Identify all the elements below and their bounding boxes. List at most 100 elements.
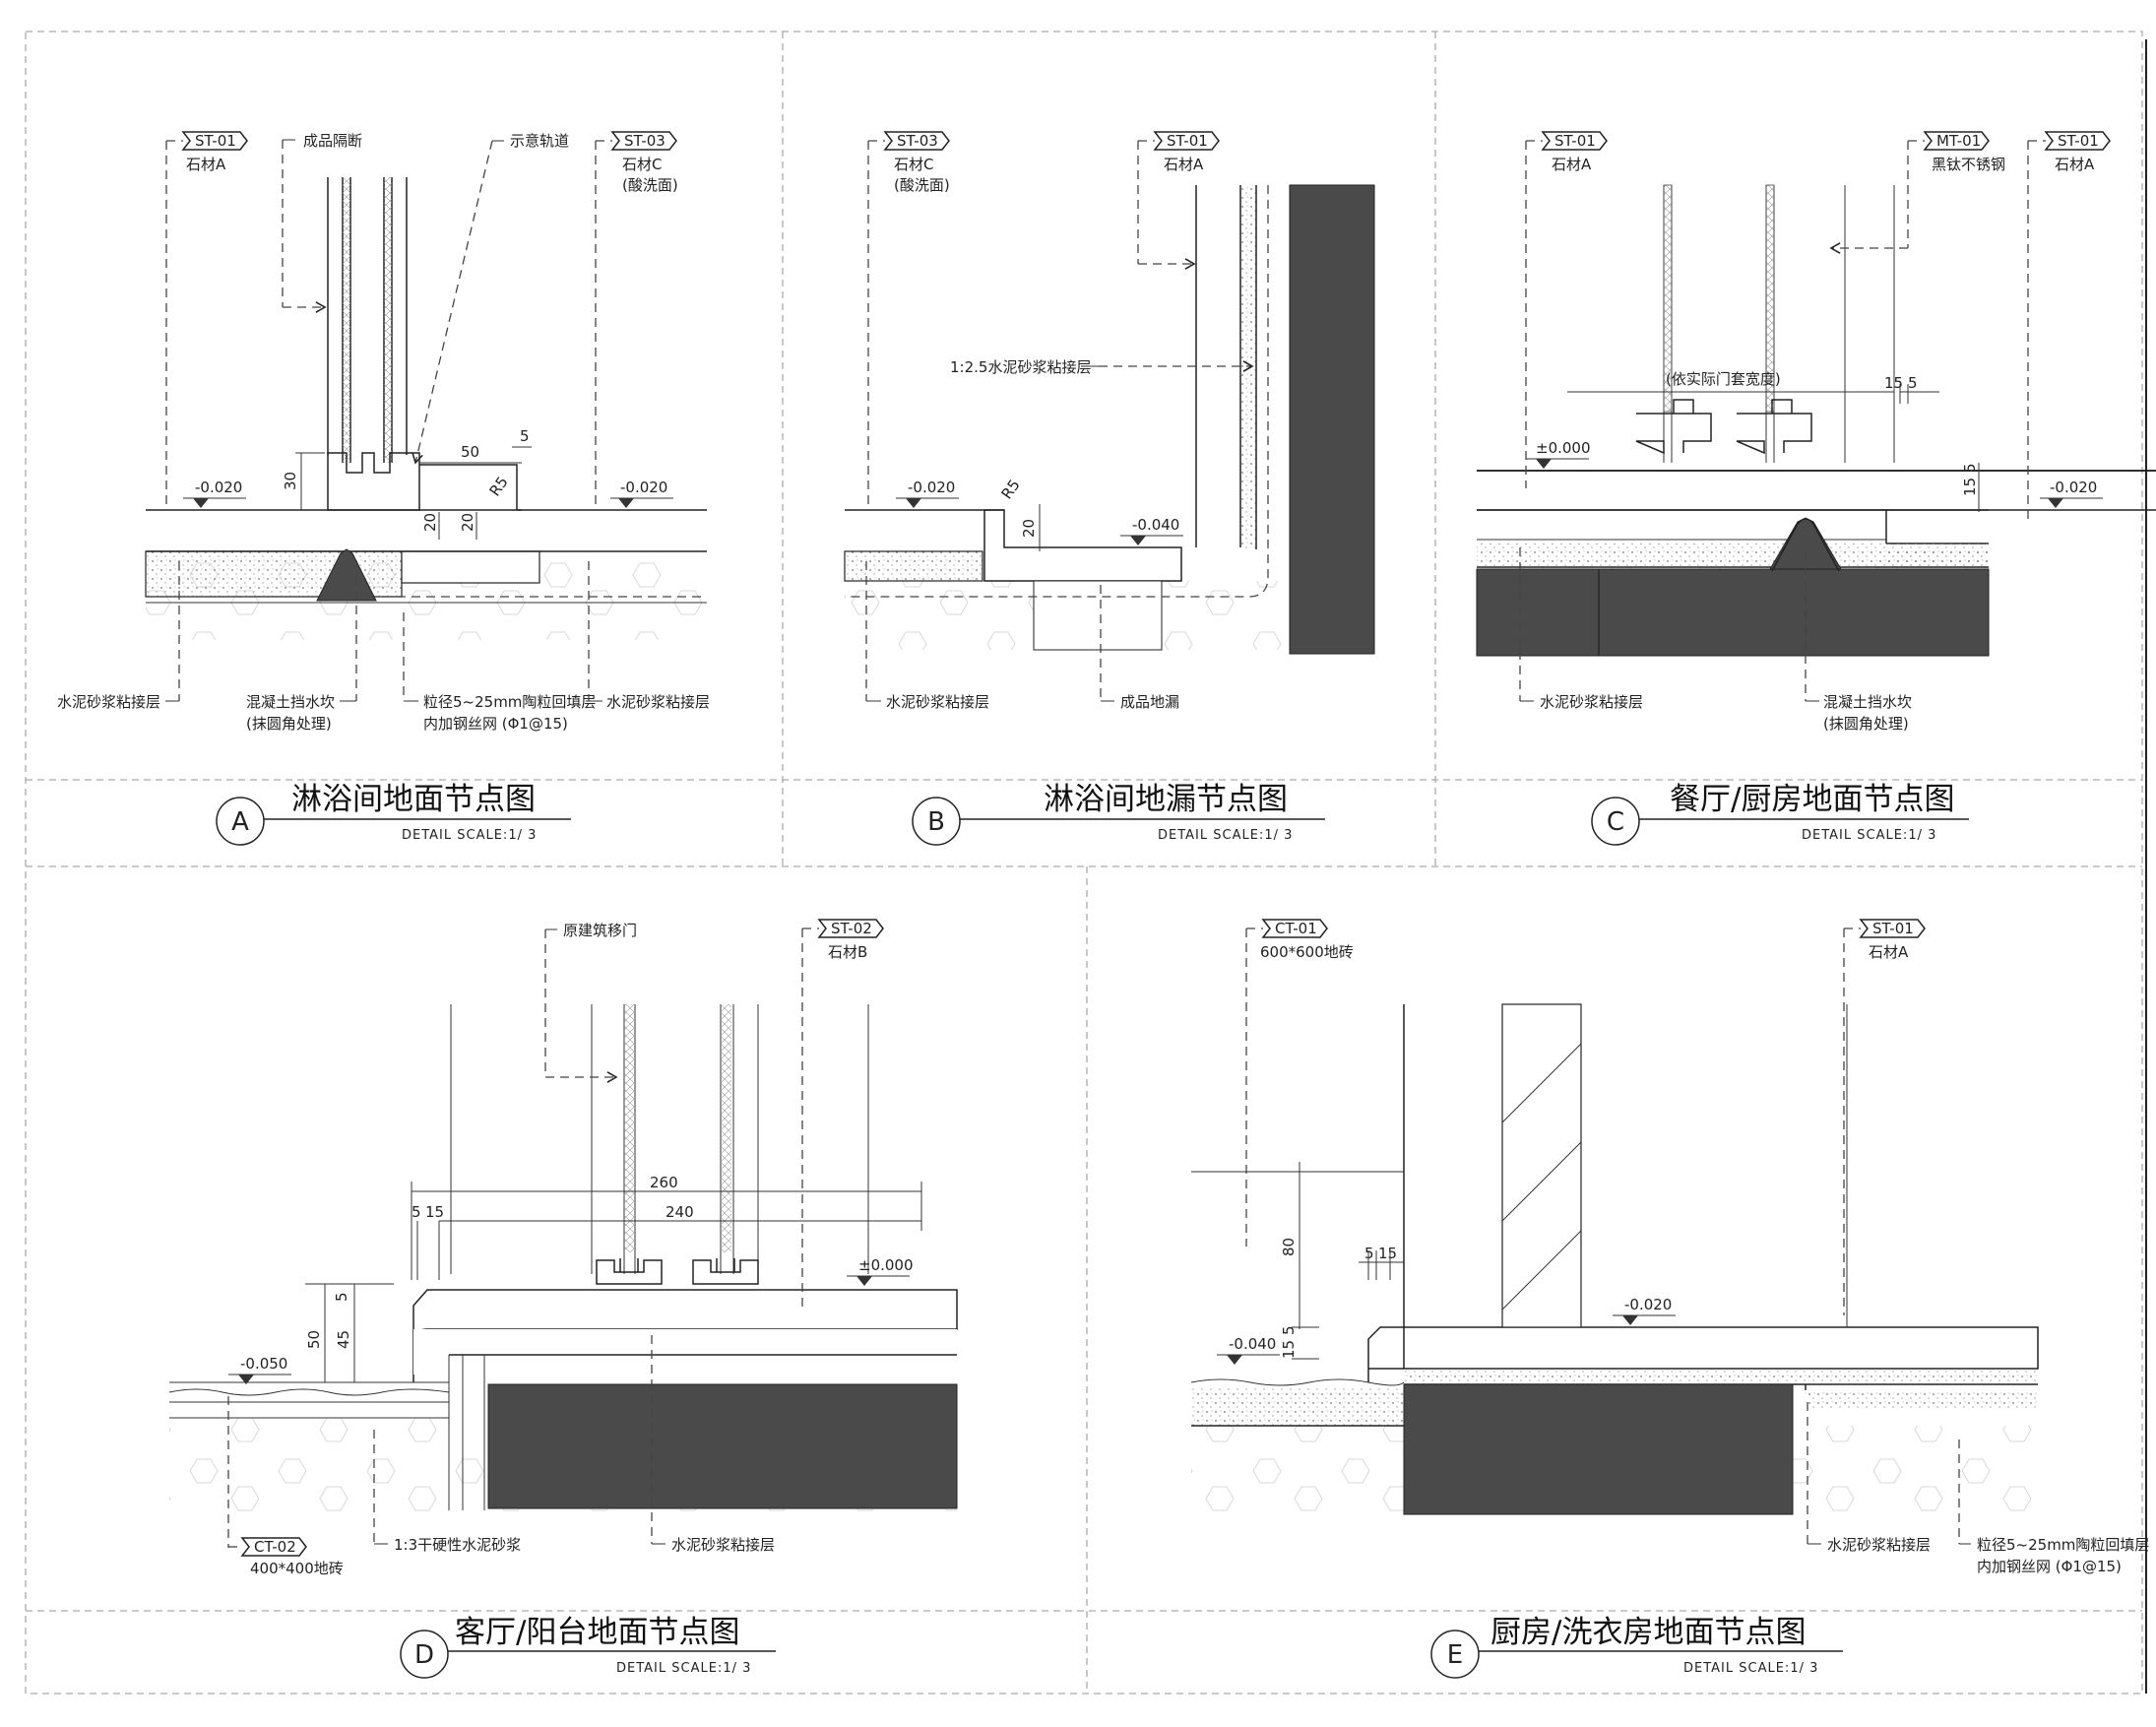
dims-e: 80 5 15 15 5: [1191, 1162, 1404, 1360]
detail-marker: C: [1607, 807, 1624, 837]
label-round-corner: (抹圆角处理): [1823, 715, 1909, 733]
dims-d: 260 240 5 15 5 50 45: [305, 1174, 922, 1382]
tag-label: 石材A: [2055, 156, 2095, 173]
detail-a: ST-01 石材A ST-03 石材C (酸洗面) 成品隔断 示意轨道 -0.0…: [57, 131, 710, 846]
label-mortar: 水泥砂浆粘接层: [1827, 1536, 1931, 1554]
dim-text: 5: [1961, 463, 1979, 473]
level-text: -0.020: [908, 479, 955, 496]
label-mortar-2: 水泥砂浆粘接层: [606, 693, 710, 711]
title-block-a: A 淋浴间地面节点图 DETAIL SCALE:1/ 3: [216, 782, 571, 846]
level-text: -0.020: [620, 479, 667, 496]
door-width-note: (依实际门套宽度) 15 5: [1567, 370, 1939, 404]
detail-scale: DETAIL SCALE:1/ 3: [1802, 828, 1936, 843]
level-a1: -0.020: [183, 479, 246, 508]
tag-label: 黑钛不锈钢: [1932, 156, 2005, 173]
label-mortar: 水泥砂浆粘接层: [886, 693, 989, 711]
detail-c: ST-01 石材A MT-01 黑钛不锈钢 ST-01 石材A (依实际门套宽度…: [1476, 131, 2156, 846]
detail-marker: D: [414, 1640, 434, 1670]
label-mesh: 内加钢丝网 (Φ1@15): [423, 715, 568, 733]
detail-marker: B: [927, 807, 945, 837]
label-water-stop: 混凝土挡水坎: [1823, 693, 1912, 711]
dim-text: R5: [998, 477, 1024, 503]
tag-code: ST-03: [624, 132, 666, 150]
dim-text: 50: [305, 1330, 323, 1349]
tag-label: 石材A: [1869, 943, 1909, 961]
tag-code: MT-01: [1936, 132, 1981, 150]
level-text: -0.020: [2050, 479, 2097, 496]
tag-label: 400*400地砖: [250, 1560, 344, 1577]
level-e1: -0.020: [1613, 1296, 1676, 1325]
detail-d: 原建筑移门 ST-02 石材B 260 240 5 15 5 50 45: [168, 919, 958, 1679]
label-mortar: 水泥砂浆粘接层: [671, 1536, 775, 1554]
dim-text: 15: [1378, 1245, 1397, 1262]
dim-text: 50: [461, 443, 479, 461]
dim-text: 20: [1020, 519, 1038, 538]
dim-text: 240: [666, 1203, 694, 1221]
dim-text: 260: [650, 1174, 678, 1191]
tag-label: 石材A: [186, 156, 226, 173]
tag-st01-b: ST-01 石材A: [1137, 131, 1220, 270]
level-text: ±0.000: [1536, 439, 1591, 457]
label-mortar-ratio: 1:2.5水泥砂浆粘接层: [950, 358, 1091, 376]
title-block-e: E 厨房/洗衣房地面节点图 DETAIL SCALE:1/ 3: [1430, 1615, 1843, 1679]
label-door-width: (依实际门套宽度): [1666, 370, 1781, 388]
leader-mortar-b: 1:2.5水泥砂浆粘接层: [950, 358, 1254, 376]
dims-c: 15 5: [1961, 463, 1980, 512]
tag-label-2: (酸洗面): [622, 176, 678, 194]
tag-label: 石材A: [1552, 156, 1592, 173]
title-block-c: C 餐厅/厨房地面节点图 DETAIL SCALE:1/ 3: [1591, 782, 1969, 846]
dim-text: 45: [335, 1330, 352, 1349]
level-e2: -0.040: [1217, 1335, 1280, 1365]
tag-code: CT-02: [254, 1538, 296, 1556]
tag-label: 600*600地砖: [1260, 943, 1354, 961]
tag-code: ST-01: [1554, 132, 1596, 150]
title-block-d: D 客厅/阳台地面节点图 DETAIL SCALE:1/ 3: [400, 1615, 776, 1679]
label-dry-mortar: 1:3干硬性水泥砂浆: [394, 1536, 521, 1554]
detail-title: 客厅/阳台地面节点图: [455, 1615, 739, 1650]
label-sliding-door: 原建筑移门: [563, 922, 637, 939]
level-c1: ±0.000: [1526, 439, 1591, 469]
detail-scale: DETAIL SCALE:1/ 3: [1158, 828, 1293, 843]
tag-code: ST-01: [2058, 132, 2099, 150]
tag-st01-c2: ST-01 石材A: [2027, 131, 2111, 524]
level-text: -0.050: [240, 1355, 287, 1373]
level-d1: ±0.000: [847, 1256, 914, 1286]
bottom-labels-e: 水泥砂浆粘接层 粒径5~25mm陶粒回填层 内加钢丝网 (Φ1@15): [1807, 1402, 2149, 1575]
dim-text: 5: [1364, 1245, 1374, 1262]
level-a2: -0.020: [610, 479, 673, 508]
label-backfill: 粒径5~25mm陶粒回填层: [423, 693, 596, 711]
level-text: ±0.000: [858, 1256, 914, 1274]
detail-title: 厨房/洗衣房地面节点图: [1490, 1615, 1806, 1650]
tag-st01-a: ST-01 石材A: [165, 131, 248, 504]
leader-partition: 成品隔断: [282, 132, 362, 313]
detail-title: 淋浴间地面节点图: [291, 782, 536, 817]
dim-text: 80: [1280, 1238, 1298, 1256]
tag-ct01-e: CT-01 600*600地砖: [1245, 919, 1354, 1247]
label-track: 示意轨道: [510, 132, 569, 150]
level-b1: -0.020: [896, 479, 959, 508]
tag-label-2: (酸洗面): [894, 176, 950, 194]
detail-scale: DETAIL SCALE:1/ 3: [1683, 1661, 1818, 1676]
level-b2: -0.040: [1120, 516, 1183, 545]
bottom-labels-c: 水泥砂浆粘接层 混凝土挡水坎 (抹圆角处理): [1519, 547, 1912, 733]
level-text: -0.020: [195, 479, 242, 496]
detail-b: ST-03 石材C (酸洗面) ST-01 石材A 1:2.5水泥砂浆粘接层 -…: [844, 131, 1375, 846]
dim-text: 5: [412, 1203, 421, 1221]
sheet-frame: [25, 31, 2147, 1695]
dim-text: 15: [425, 1203, 444, 1221]
dim-text: 20: [421, 513, 439, 532]
dim-text: 15: [1961, 478, 1979, 496]
label-water-stop: 混凝土挡水坎: [246, 693, 335, 711]
tag-code: ST-01: [195, 132, 236, 150]
label-backfill: 粒径5~25mm陶粒回填层: [1977, 1536, 2149, 1554]
detail-scale: DETAIL SCALE:1/ 3: [402, 828, 537, 843]
tag-mt01-c: MT-01 黑钛不锈钢: [1829, 131, 2005, 254]
label-mortar: 水泥砂浆粘接层: [1540, 693, 1643, 711]
detail-title: 淋浴间地漏节点图: [1044, 782, 1288, 817]
detail-title: 餐厅/厨房地面节点图: [1670, 782, 1954, 817]
leader-track: 示意轨道: [412, 132, 569, 465]
level-c2: -0.020: [2040, 479, 2103, 508]
label-partition: 成品隔断: [303, 132, 362, 150]
tag-st03-b: ST-03 石材C (酸洗面): [867, 131, 950, 504]
